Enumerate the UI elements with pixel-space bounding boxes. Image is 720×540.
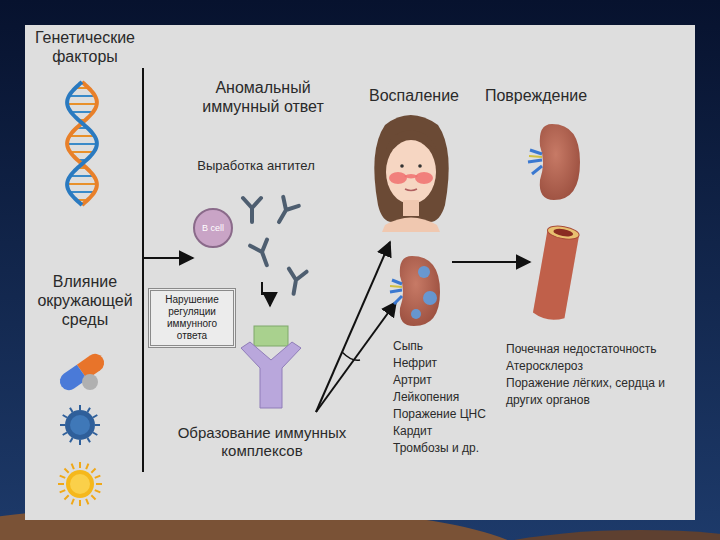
sun-ray [79, 500, 81, 506]
sun-ray [79, 462, 81, 468]
virus-spike [79, 440, 81, 445]
virus-spike [63, 415, 67, 418]
virus-spike [88, 438, 91, 442]
panel [25, 25, 695, 520]
tablet-icon [82, 374, 98, 390]
arrow [452, 261, 530, 263]
inflamed-kidney [390, 256, 440, 326]
heading-label: Аномальный иммунный ответ [188, 78, 338, 116]
dna-rung [67, 183, 97, 185]
list-item: Почечная недостаточность [506, 341, 657, 358]
virus-spike [70, 438, 73, 442]
antibody [271, 197, 299, 227]
sun-ray [91, 495, 95, 499]
sun-ray [64, 495, 68, 499]
sun-ray [86, 464, 88, 470]
virus-spike [93, 415, 97, 418]
dna-strand [67, 82, 97, 205]
antibody [285, 269, 307, 296]
list-item: Артрит [393, 372, 432, 389]
sun-ray [60, 476, 66, 478]
damaged-kidney [528, 124, 580, 200]
antibody [243, 198, 261, 222]
sun-ray [95, 490, 101, 492]
list-item: Атеросклероз [506, 358, 583, 375]
list-item: Нефрит [393, 355, 437, 372]
sun-ray [72, 499, 74, 505]
immune-complex [241, 326, 301, 408]
dna-rung [69, 191, 94, 193]
pill-icon [56, 350, 107, 393]
dna-rung [67, 143, 97, 145]
sun-ray [58, 483, 64, 485]
virus-spike [79, 405, 81, 410]
arrow [143, 257, 193, 259]
dna-rung [69, 135, 94, 137]
virus-spike [63, 433, 67, 436]
sun-icon [58, 462, 102, 506]
sun-ray [60, 490, 66, 492]
sun-ray [72, 464, 74, 470]
list-item: Кардит [393, 423, 432, 440]
heading-label: Выработка антител [178, 158, 334, 174]
dna-rung [70, 151, 94, 153]
node-text: B cell [202, 223, 224, 234]
dna-strand [67, 82, 97, 205]
sun-ray [95, 476, 101, 478]
dna-rung [69, 95, 95, 97]
arrow [316, 302, 396, 412]
sun-ray [91, 468, 95, 472]
dna-helix [67, 82, 97, 205]
list-item: Поражение лёгких, сердца и других органо… [506, 375, 686, 409]
heading-label: Влияние окружающей среды [25, 272, 145, 330]
angle-arc [342, 352, 360, 360]
sun-ray [64, 468, 68, 472]
artery [532, 224, 580, 322]
dna-rung [70, 175, 94, 177]
virus-spike [60, 424, 65, 426]
process-box: Нарушение регуляции иммунного ответа [148, 288, 236, 348]
list-item: Тромбозы и др. [393, 440, 479, 457]
hill [440, 530, 720, 540]
heading-label: Воспаление [358, 86, 470, 105]
virus-icon [60, 405, 100, 445]
virus-spike [70, 408, 73, 412]
heading-label: Повреждение [470, 86, 602, 105]
sun-ray [86, 499, 88, 505]
separator-line [142, 68, 144, 472]
list-item: Лейкопения [393, 389, 459, 406]
list-item: Сыпь [393, 338, 423, 355]
sun-ray [96, 483, 102, 485]
list-item: Поражение ЦНС [393, 406, 486, 423]
virus-spike [95, 424, 100, 426]
antibody [250, 240, 275, 269]
cell-circle: B cell [193, 208, 233, 248]
virus-spike [93, 433, 97, 436]
heading-label: Образование иммунных комплексов [164, 424, 360, 460]
woman-face [374, 115, 448, 232]
arrow [262, 282, 270, 306]
dna-rung [71, 111, 93, 113]
dna-rung [67, 103, 97, 105]
antibodies [243, 197, 307, 296]
heading-label: Генетические факторы [25, 28, 145, 66]
node-text: Нарушение регуляции иммунного ответа [155, 294, 229, 342]
virus-spike [88, 408, 91, 412]
